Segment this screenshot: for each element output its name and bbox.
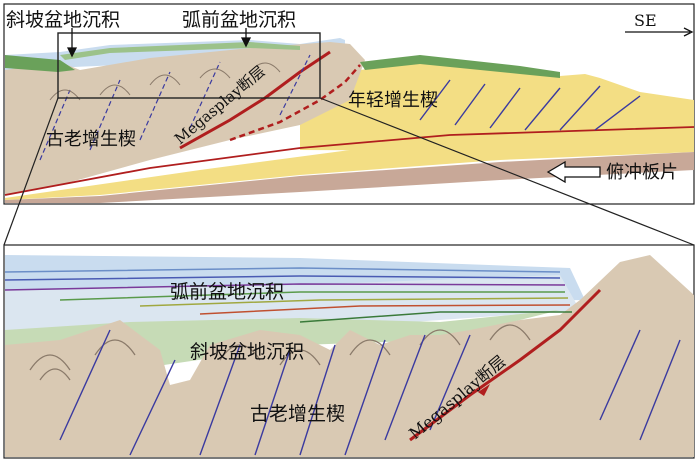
slope-basin-label-bottom: 斜坡盆地沉积 xyxy=(190,341,304,363)
zoom-box xyxy=(57,32,321,99)
label-pointers xyxy=(66,28,252,58)
forearc-reflectors xyxy=(4,267,572,323)
young-wedge-thrusts xyxy=(419,79,641,131)
old-wedge-folds xyxy=(49,62,281,101)
forearc-layers-bg xyxy=(5,275,580,335)
top-cross-section: 斜坡盆地沉积 弧前盆地沉积 SE Megasplay断层 年轻增生楔 古老增生楔… xyxy=(3,3,695,205)
megasplay-branch-dashed xyxy=(229,64,361,142)
forearc-basin-label-bottom: 弧前盆地沉积 xyxy=(170,281,284,303)
old-wedge-area xyxy=(5,42,365,195)
forearc-sediment-strip xyxy=(60,42,300,60)
bottom-cross-section: 弧前盆地沉积 斜坡盆地沉积 古老增生楔 Megasplay断层 xyxy=(3,244,695,459)
subducting-plate-label: 俯冲板片 xyxy=(606,162,678,183)
direction-arrow xyxy=(625,27,694,37)
bottom-thrusts xyxy=(59,329,681,456)
megasplay-fault-bottom xyxy=(409,288,602,442)
forearc-basin-label: 弧前盆地沉积 xyxy=(182,9,296,31)
old-wedge-label-top: 古老增生楔 xyxy=(46,129,136,150)
old-wedge-label-bottom: 古老增生楔 xyxy=(250,403,345,425)
slope-sediment-right xyxy=(360,55,560,78)
fault-arrow xyxy=(478,384,490,396)
subduction-arrow xyxy=(546,160,601,184)
subducting-plate xyxy=(5,152,694,203)
trench-fill xyxy=(5,128,694,200)
slope-basin-label: 斜坡盆地沉积 xyxy=(6,9,120,31)
zoom-connector-right xyxy=(319,97,695,246)
direction-label: SE xyxy=(634,11,657,30)
old-wedge-thrusts xyxy=(39,54,311,161)
zoom-connector-left xyxy=(3,97,59,246)
decollement-line xyxy=(4,126,695,196)
bottom-folds xyxy=(29,324,531,381)
young-wedge-label: 年轻增生楔 xyxy=(348,90,438,111)
old-wedge-bottom xyxy=(5,255,694,457)
